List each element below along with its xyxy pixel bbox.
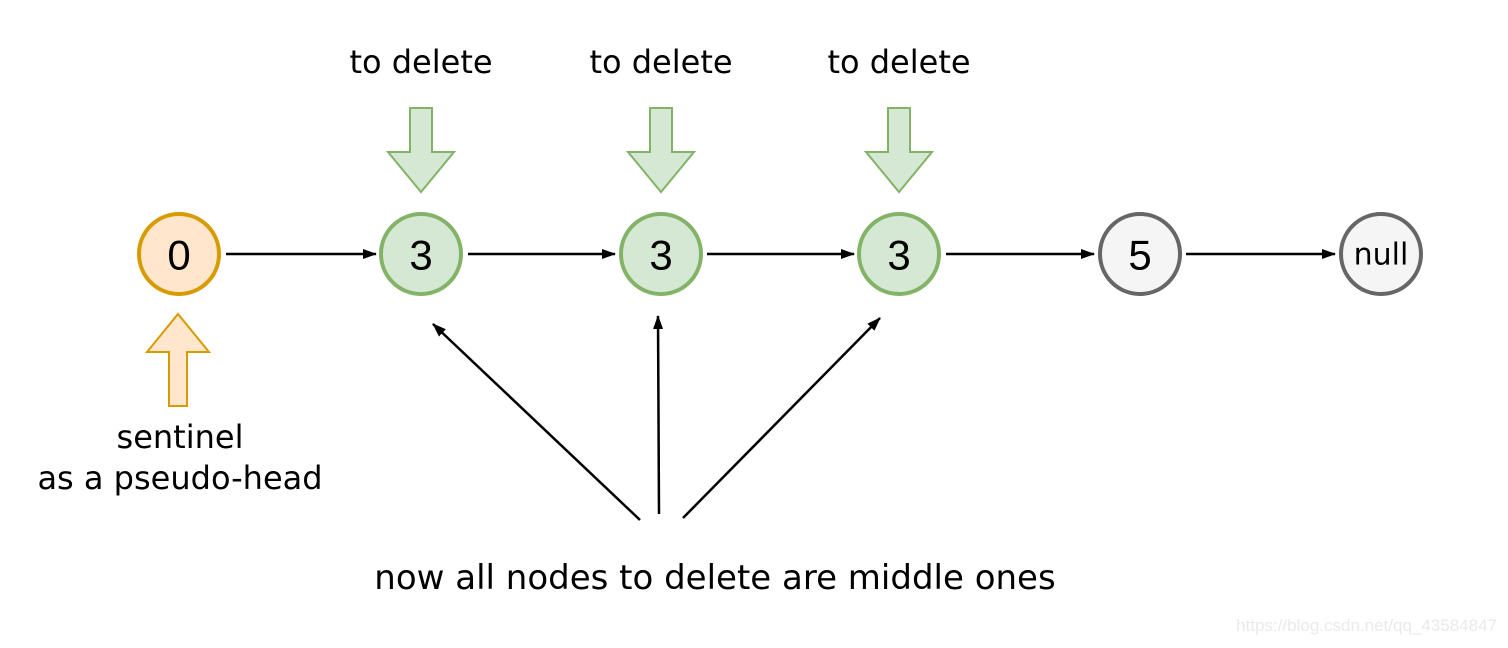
watermark: https://blog.csdn.net/qq_43584847 — [1236, 616, 1497, 635]
node-circle — [857, 212, 941, 296]
up-arrow-icon — [144, 312, 212, 407]
caption-to-node-arrow — [682, 317, 881, 519]
node-circle — [137, 212, 221, 296]
node-label: 3 — [409, 232, 432, 279]
node-circle — [619, 212, 703, 296]
to-delete-label: to delete — [349, 43, 492, 81]
node-label: 3 — [649, 232, 672, 279]
node-sentinel: 0 — [137, 212, 221, 296]
node-label: null — [1354, 238, 1409, 273]
node-to-delete: 3 — [619, 212, 703, 296]
bottom-caption: now all nodes to delete are middle ones — [374, 558, 1055, 598]
down-arrow-icon — [625, 107, 697, 194]
to-delete-label: to delete — [827, 43, 970, 81]
caption-to-node-arrow — [432, 323, 641, 521]
node-label: 5 — [1128, 232, 1151, 279]
node-null: null — [1339, 212, 1423, 296]
node-circle — [1339, 212, 1423, 296]
node-circle — [379, 212, 463, 296]
to-delete-label: to delete — [589, 43, 732, 81]
sentinel-caption-line2: as a pseudo-head — [37, 459, 322, 497]
node-label: 3 — [887, 232, 910, 279]
node-label: 0 — [167, 232, 190, 279]
node-to-delete: 3 — [857, 212, 941, 296]
caption-to-node-arrow — [653, 315, 664, 515]
down-arrow-icon — [385, 107, 457, 194]
sentinel-caption-line1: sentinel — [117, 418, 244, 456]
node-plain: 5 — [1098, 212, 1182, 296]
node-circle — [1098, 212, 1182, 296]
down-arrow-icon — [863, 107, 935, 194]
node-to-delete: 3 — [379, 212, 463, 296]
